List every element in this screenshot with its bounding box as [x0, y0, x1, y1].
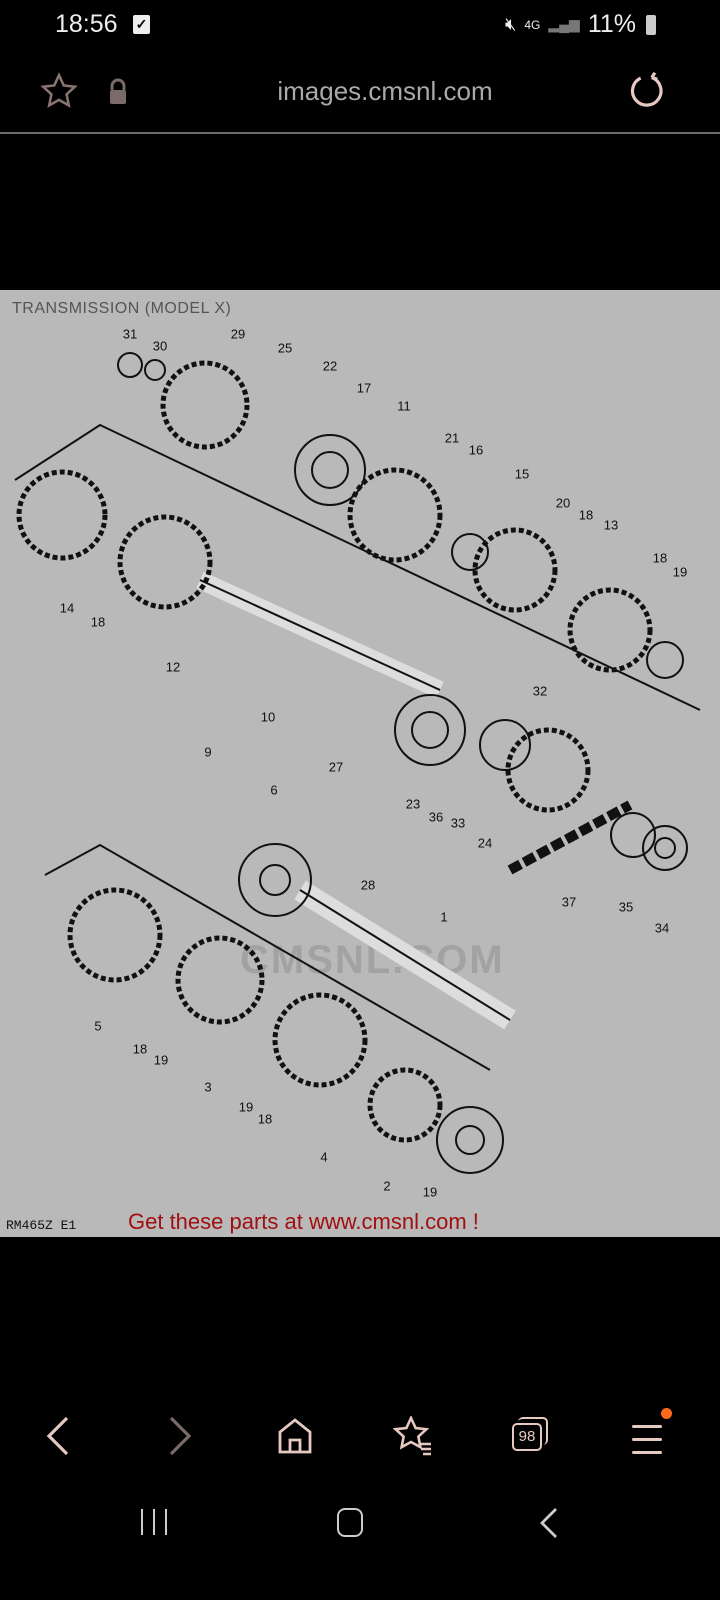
part-callout: 25: [277, 340, 293, 356]
part-callout: 34: [654, 920, 670, 936]
part-callout: 11: [397, 398, 411, 414]
part-callout: 18: [652, 550, 668, 566]
part-callout: 2: [383, 1178, 391, 1194]
part-callout: 18: [257, 1111, 273, 1127]
part-callout: 19: [153, 1052, 169, 1068]
mute-icon: 🔇︎: [505, 14, 517, 34]
gears: [16, 360, 653, 1143]
part-callout: 27: [328, 759, 344, 775]
clock: 18:56: [55, 10, 118, 38]
system-back-icon[interactable]: [540, 1507, 558, 1539]
forward-icon[interactable]: [167, 1416, 193, 1456]
part-callout: 15: [514, 466, 530, 482]
part-callout: 5: [94, 1018, 102, 1034]
part-callout: 14: [59, 600, 75, 616]
part-callout: 6: [270, 782, 278, 798]
part-callout: 23: [405, 796, 421, 812]
bearings-and-washers: [117, 352, 688, 1174]
part-callout: 19: [672, 564, 688, 580]
part-callout: 19: [422, 1184, 438, 1200]
chain: [507, 800, 633, 875]
part-callout: 28: [360, 877, 376, 893]
diagram-title: TRANSMISSION (MODEL X): [12, 300, 232, 317]
part-callout: 37: [561, 894, 577, 910]
menu-icon[interactable]: [632, 1408, 672, 1456]
part-callout: 36: [428, 809, 444, 825]
tabs-button[interactable]: 98: [512, 1417, 548, 1452]
lower-shaft-frame: [44, 843, 491, 1071]
reload-icon[interactable]: [628, 72, 666, 110]
part-callout: 16: [468, 442, 484, 458]
recent-apps-icon[interactable]: [141, 1509, 167, 1535]
part-callout: 3: [204, 1079, 212, 1095]
part-callout: 4: [320, 1149, 328, 1165]
notification-dot: [661, 1408, 672, 1419]
part-callout: 1: [440, 909, 448, 925]
part-callout: 24: [477, 835, 493, 851]
bookmarks-icon[interactable]: [393, 1416, 433, 1456]
countershaft-edge: [199, 579, 441, 691]
part-callout: 13: [603, 517, 619, 533]
diagram-reference: RM465Z E1: [6, 1218, 77, 1233]
part-callout: 19: [238, 1099, 254, 1115]
part-callout: 31: [122, 326, 138, 342]
notification-check-icon: ✓: [133, 15, 150, 34]
part-callout: 35: [618, 899, 634, 915]
part-callout: 29: [230, 326, 246, 342]
address-bar: images.cmsnl.com: [0, 52, 720, 134]
transmission-drawing: [14, 352, 701, 1174]
lock-icon: [110, 78, 126, 104]
back-icon[interactable]: [45, 1416, 71, 1456]
home-icon[interactable]: [278, 1418, 312, 1454]
url-field[interactable]: images.cmsnl.com: [277, 76, 493, 106]
status-icons: 🔇︎ 4G ▂▄▆ 11%: [505, 10, 656, 39]
browser-bottom-toolbar: 98: [0, 1400, 720, 1470]
part-callout: 18: [90, 614, 106, 630]
part-callout: 21: [444, 430, 460, 446]
mainshaft-edge: [299, 889, 511, 1021]
status-bar: 18:56 ✓ 🔇︎ 4G ▂▄▆ 11%: [0, 0, 720, 52]
part-callout: 10: [260, 709, 276, 725]
system-navigation-bar: [0, 1495, 720, 1555]
part-callout: 12: [165, 659, 181, 675]
upper-shaft-frame: [14, 423, 701, 711]
part-callout: 17: [356, 380, 372, 396]
part-callout: 18: [578, 507, 594, 523]
home-button-icon[interactable]: [337, 1508, 363, 1537]
network-type: 4G: [524, 17, 541, 32]
promo-link[interactable]: Get these parts at www.cmsnl.com !: [128, 1209, 479, 1234]
tab-count: 98: [512, 1423, 542, 1451]
part-callout: 9: [204, 744, 212, 760]
signal-icon: ▂▄▆: [548, 16, 580, 32]
bookmark-star-icon[interactable]: [40, 72, 78, 110]
part-callout: 22: [322, 358, 338, 374]
battery-percent: 11%: [587, 10, 636, 38]
battery-icon: [646, 14, 656, 35]
part-callout: 20: [555, 495, 571, 511]
part-callout: 32: [532, 683, 548, 699]
part-callout: 18: [132, 1041, 148, 1057]
part-callout: 30: [152, 338, 168, 354]
part-callout: 33: [450, 815, 466, 831]
